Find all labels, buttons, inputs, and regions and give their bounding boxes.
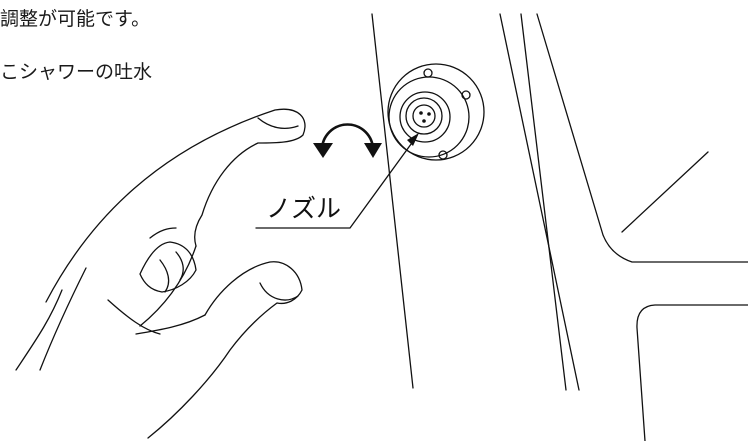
nozzle-callout-leader <box>255 133 419 229</box>
rotate-counterclockwise-icon <box>313 123 382 158</box>
wall-lower-corner <box>636 304 748 441</box>
wall-edge-right <box>536 13 748 263</box>
wall-edge-mid-b <box>520 13 567 391</box>
wall-diagonal <box>621 151 709 233</box>
wall-panel <box>371 13 748 441</box>
nozzle-label: ノズル <box>266 194 342 223</box>
caption-line-1: 調整が可能です。 <box>0 8 151 30</box>
wall-edge-left <box>371 13 414 389</box>
shower-nozzle-fixture <box>387 63 485 161</box>
hand-drawing <box>15 108 306 439</box>
caption-line-2: こシャワーの吐水 <box>0 61 153 83</box>
wall-edge-mid-a <box>499 13 580 391</box>
